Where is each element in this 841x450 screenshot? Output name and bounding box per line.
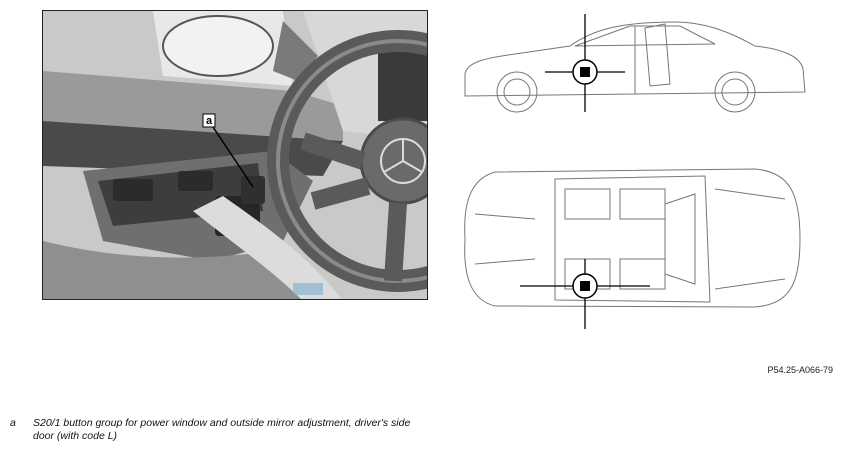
location-marker-top bbox=[580, 281, 590, 291]
vehicle-location-diagrams bbox=[455, 14, 815, 334]
legend-key: a bbox=[10, 417, 16, 429]
figure-reference: P54.25-A066-79 bbox=[767, 365, 833, 375]
callout-label-a: a bbox=[206, 115, 213, 127]
power-window-button-group bbox=[241, 176, 265, 204]
interior-photo: a bbox=[42, 10, 428, 300]
location-marker-side bbox=[580, 67, 590, 77]
legend-text: S20/1 button group for power window and … bbox=[33, 417, 411, 442]
